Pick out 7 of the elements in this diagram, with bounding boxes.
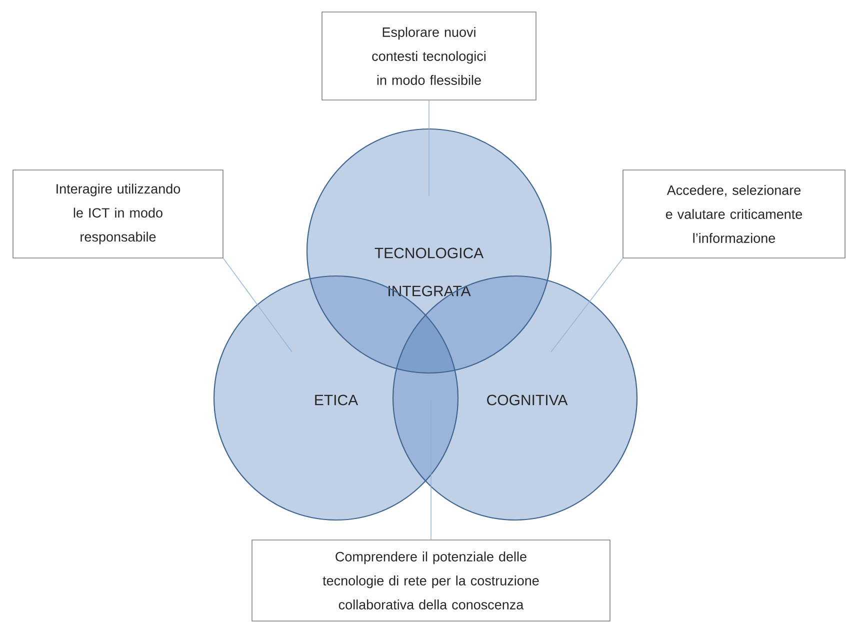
text-box: Accedere, selezionare e valutare criticamente l’informazione [622, 170, 846, 258]
leader-line [223, 258, 292, 352]
text-box: Interagire utilizzando le ICT in modo responsabile [12, 170, 224, 258]
text-box: Esplorare nuovi contesti tecnologici in modo flessibile [322, 12, 536, 100]
text-box: Comprendere il potenziale delle tecnologie di rete per la costruzione collaborativa della conoscenza [252, 540, 610, 622]
leader-line [550, 258, 623, 352]
leader-line [428, 100, 430, 196]
